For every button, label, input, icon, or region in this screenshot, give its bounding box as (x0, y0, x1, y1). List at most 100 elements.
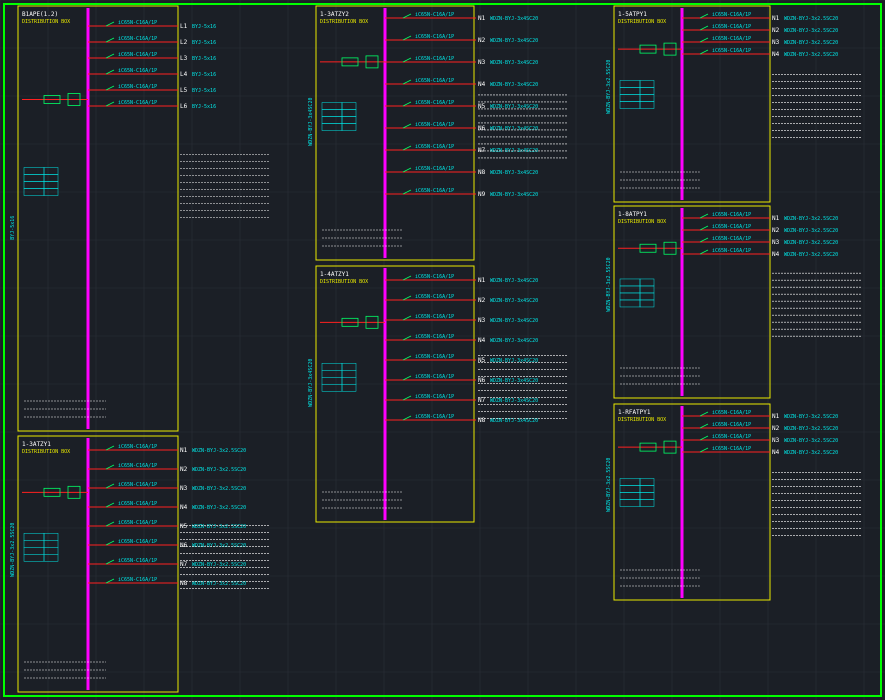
breaker-label: iC65N-C16A/1P (712, 422, 751, 428)
breaker-symbol (402, 315, 412, 321)
breaker-symbol (402, 335, 412, 341)
breaker-label: iC65N-C16A/1P (712, 212, 751, 218)
param-cell (639, 478, 655, 486)
feeder-id: N6 (478, 125, 486, 132)
param-cell (619, 101, 641, 109)
param-cell (341, 363, 357, 371)
feeder-cable: WDZN-BYJ-3x2.5SC20 (784, 414, 838, 420)
feeder-id: N5 (478, 357, 486, 364)
breaker-symbol (105, 483, 115, 489)
ats-switch-icon (663, 241, 677, 255)
feeder-id: N3 (478, 317, 486, 324)
breaker-label: iC65N-C16A/1P (415, 314, 454, 320)
breaker-label: iC65N-C16A/1P (712, 12, 751, 18)
param-cell (619, 292, 641, 301)
breaker-label: iC65N-C16A/1P (712, 446, 751, 452)
param-cell (321, 377, 343, 385)
incoming-cable-label: WDZN-BYJ-3x2.5SC20 (606, 60, 612, 114)
param-cell (639, 87, 655, 95)
param-cell (619, 80, 641, 88)
feeder-cable: WDZN-BYJ-3x4SC20 (490, 16, 538, 22)
ats-switch-icon (663, 440, 677, 454)
param-cell (639, 80, 655, 88)
param-cell (639, 492, 655, 500)
param-cell (341, 123, 357, 131)
panel-border (17, 5, 179, 432)
main-breaker-icon (341, 57, 359, 67)
feeder-cable: WDZN-BYJ-3x4SC20 (490, 298, 538, 304)
param-cell (619, 478, 641, 486)
breaker-label: iC65N-C16A/1P (118, 577, 157, 583)
panel-subtitle: DISTRIBUTION BOX (618, 417, 666, 423)
feeder-cable: WDZN-BYJ-3x2.5SC20 (192, 448, 246, 454)
ats-switch-icon (67, 93, 81, 106)
feeder-cable: BYJ-5x16 (192, 104, 216, 110)
param-cell (43, 174, 59, 182)
breaker-symbol (699, 237, 709, 243)
breaker-symbol (402, 167, 412, 173)
breaker-label: iC65N-C16A/1P (712, 236, 751, 242)
breaker-symbol (402, 57, 412, 63)
breaker-symbol (105, 101, 115, 107)
breaker-symbol (105, 85, 115, 91)
breaker-symbol (105, 464, 115, 470)
param-cell (321, 363, 343, 371)
breaker-label: iC65N-C16A/1P (415, 144, 454, 150)
feeder-cable: WDZN-BYJ-3x2.5SC20 (784, 228, 838, 234)
incoming-cable-label: WDZN-BYJ-3x4SC20 (308, 359, 314, 407)
breaker-symbol (699, 249, 709, 255)
panel-title: 1-8ATPY1 (618, 211, 647, 218)
param-cell (341, 102, 357, 110)
param-cell (43, 188, 59, 196)
feeder-cable: WDZN-BYJ-3x4SC20 (490, 82, 538, 88)
breaker-label: iC65N-C16A/1P (118, 444, 157, 450)
breaker-symbol (402, 189, 412, 195)
breaker-symbol (402, 295, 412, 301)
breaker-symbol (402, 275, 412, 281)
feeder-id: N4 (478, 81, 486, 88)
feeder-cable: WDZN-BYJ-3x2.5SC20 (784, 252, 838, 258)
feeder-cable: WDZN-BYJ-3x4SC20 (490, 38, 538, 44)
ats-switch-icon (365, 315, 379, 329)
feeder-cable: WDZN-BYJ-3x2.5SC20 (784, 52, 838, 58)
feeder-cable: WDZN-BYJ-3x2.5SC20 (192, 505, 246, 511)
main-breaker-icon (43, 95, 61, 104)
param-cell (619, 299, 641, 308)
panel-border (613, 5, 771, 203)
breaker-symbol (402, 35, 412, 41)
breaker-label: iC65N-C16A/1P (712, 248, 751, 254)
feeder-cable: WDZN-BYJ-3x4SC20 (490, 318, 538, 324)
feeder-cable: WDZN-BYJ-3x4SC20 (490, 60, 538, 66)
feeder-cable: WDZN-BYJ-3x4SC20 (490, 278, 538, 284)
feeder-id: N4 (772, 449, 780, 456)
feeder-cable: WDZN-BYJ-3x4SC20 (490, 398, 538, 404)
feeder-id: N9 (478, 191, 486, 198)
param-cell (43, 540, 59, 548)
param-cell (619, 278, 641, 287)
param-cell (23, 540, 45, 548)
incoming-cable-label: WDZN-BYJ-3x2.5SC20 (606, 458, 612, 512)
breaker-label: iC65N-C16A/1P (118, 100, 157, 106)
breaker-label: iC65N-C16A/1P (712, 24, 751, 30)
feeder-id: N3 (772, 437, 780, 444)
breaker-label: iC65N-C16A/1P (118, 52, 157, 58)
param-cell (43, 181, 59, 189)
feeder-id: N3 (772, 39, 780, 46)
param-cell (23, 533, 45, 541)
feeder-cable: WDZN-BYJ-3x4SC20 (490, 418, 538, 424)
feeder-cable: WDZN-BYJ-3x4SC20 (490, 170, 538, 176)
param-cell (619, 492, 641, 500)
breaker-symbol (105, 502, 115, 508)
breaker-label: iC65N-C16A/1P (712, 36, 751, 42)
breaker-label: iC65N-C16A/1P (415, 274, 454, 280)
feeder-id: N7 (478, 147, 486, 154)
ats-switch-icon (365, 55, 379, 69)
breaker-label: iC65N-C16A/1P (415, 334, 454, 340)
breaker-symbol (105, 37, 115, 43)
feeder-id: L4 (180, 71, 188, 78)
panel-subtitle: DISTRIBUTION BOX (320, 279, 368, 285)
feeder-cable: WDZN-BYJ-3x2.5SC20 (192, 467, 246, 473)
